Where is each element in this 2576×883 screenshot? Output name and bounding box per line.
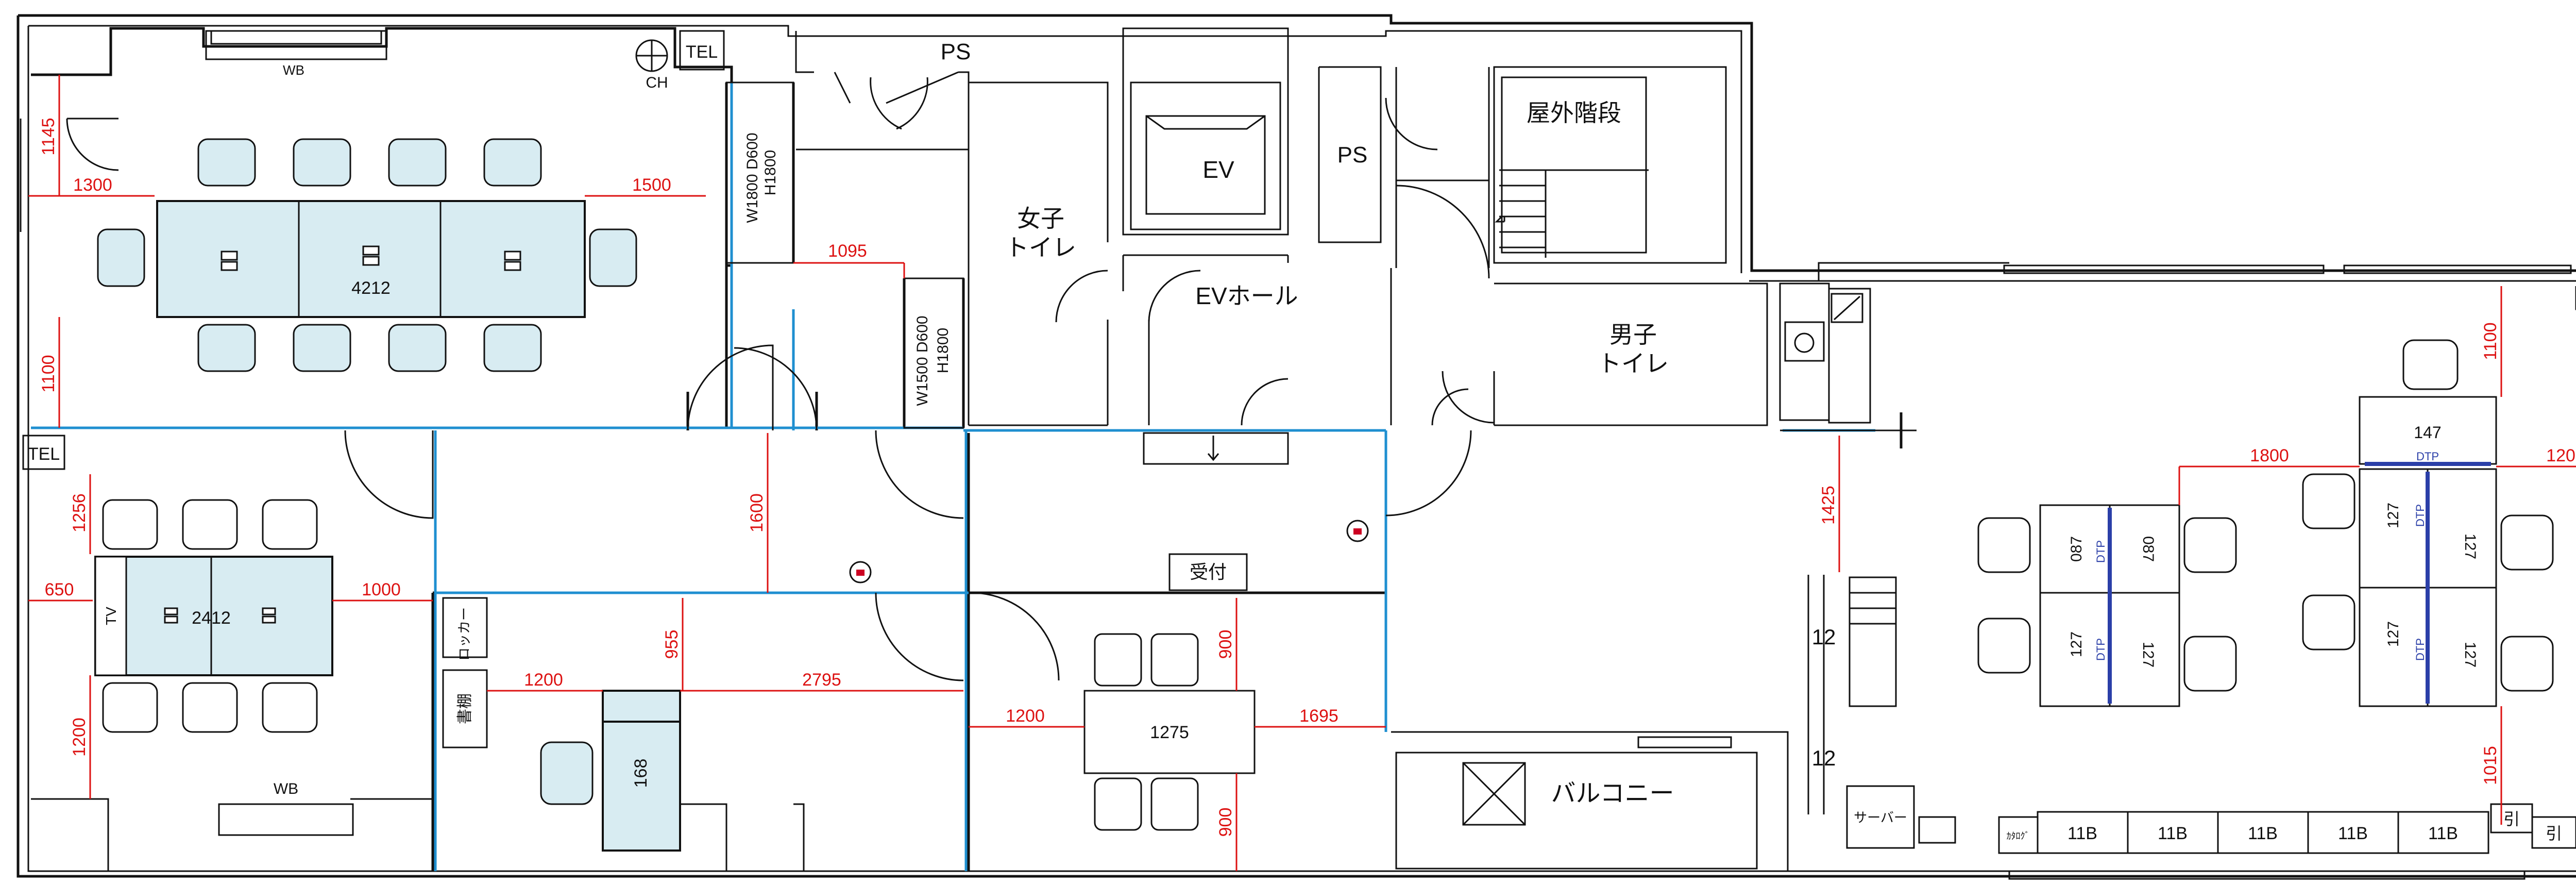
stand-12-b-label: 12 xyxy=(1812,746,1836,770)
desk-127-a-label: 127 xyxy=(2068,631,2085,657)
label-tel-top: TEL xyxy=(686,42,718,62)
meeting-table-1275: 1275 xyxy=(1083,633,1256,831)
label-wb-top: WB xyxy=(283,62,304,78)
dimension-lines xyxy=(28,75,2576,871)
partition-spec-a-line1: W1800 D600 xyxy=(744,132,761,223)
room-ev: EV xyxy=(1202,156,1234,183)
window-marks xyxy=(1637,264,2572,880)
dtp-label-a: DTP xyxy=(2094,540,2107,563)
dtp-label-b: DTP xyxy=(2094,638,2107,661)
dim-955: 955 xyxy=(662,630,682,659)
cabinet-small-label-a: ｶﾀﾛｸﾞ xyxy=(2007,831,2030,841)
desk-127-b-label: 127 xyxy=(2140,642,2157,668)
dim-1200-mid: 1200 xyxy=(524,670,563,690)
table-4212-label: 4212 xyxy=(351,278,391,298)
dtp-label-e: DTP xyxy=(2414,638,2427,661)
table-2412-label: 2412 xyxy=(192,608,231,628)
desk-147-label: 147 xyxy=(2414,423,2441,442)
room-ev-hall: EVホール xyxy=(1195,282,1298,309)
desk-168: 168 xyxy=(540,690,681,852)
dim-1015: 1015 xyxy=(2481,746,2500,785)
dim-1600: 1600 xyxy=(747,493,767,532)
pull-label-b: 引 xyxy=(2546,824,2562,843)
stands: 12 12 xyxy=(1807,575,1897,814)
partition-spec-b-line1: W1500 D600 xyxy=(914,315,931,406)
desk-168-label: 168 xyxy=(631,759,651,788)
chairs-2412 xyxy=(102,499,318,733)
security-lock-icons xyxy=(849,520,1369,584)
room-balcony: バルコニー xyxy=(1551,780,1674,807)
lock-icon xyxy=(849,561,872,584)
desk-127-f-label: 127 xyxy=(2462,642,2479,668)
desk-group-a: 087 087 127 127 DTP DTP xyxy=(1977,504,2237,707)
sink-area xyxy=(1780,293,1917,448)
label-wb-bottom: WB xyxy=(274,780,298,797)
room-labels: PS PS 屋外階段 EV 女子トイレ EVホール 男子トイレ バルコニー 受付… xyxy=(22,30,1956,849)
glass-partitions xyxy=(31,82,1875,871)
dim-1425: 1425 xyxy=(1819,486,1838,525)
dim-1095: 1095 xyxy=(828,241,867,261)
partition-spec-b-line2: H1800 xyxy=(935,328,952,373)
desk-127-d-label: 127 xyxy=(2462,534,2479,559)
room-women-toilet-line2: トイレ xyxy=(1005,234,1076,261)
dim-1695: 1695 xyxy=(1299,706,1338,726)
cabinet-11b-1: 11B xyxy=(2067,824,2097,843)
label-locker: ロッカー xyxy=(456,607,472,661)
room-reception: 受付 xyxy=(1190,561,1227,582)
dim-1200-meet: 1200 xyxy=(1006,706,1045,726)
label-shelf: 書棚 xyxy=(456,693,473,724)
label-tel-left: TEL xyxy=(28,444,60,464)
desk-087-a-label: 087 xyxy=(2068,536,2085,562)
label-ch: CH xyxy=(646,74,668,91)
dim-1100-right: 1100 xyxy=(2481,322,2500,360)
dim-1200-left: 1200 xyxy=(70,718,89,757)
outer-walls xyxy=(16,14,2576,878)
dim-1145: 1145 xyxy=(39,118,58,155)
dim-1800: 1800 xyxy=(2250,446,2289,465)
dim-900-bottom: 900 xyxy=(1216,808,1235,837)
room-women-toilet-line1: 女子 xyxy=(1017,205,1064,232)
dim-2795: 2795 xyxy=(802,670,841,690)
desk-127-e-label: 127 xyxy=(2385,621,2402,647)
meeting-table-2412: TV 2412 xyxy=(94,556,333,676)
dim-900-top: 900 xyxy=(1216,630,1235,659)
partition-specs: W1800 D600 H1800 W1500 D600 H1800 xyxy=(725,81,964,429)
dtp-label-d: DTP xyxy=(2414,504,2427,527)
dim-1100-left: 1100 xyxy=(39,355,58,392)
meeting-table-4212: 4212 xyxy=(156,200,586,318)
room-women-toilet: 女子トイレ xyxy=(1005,205,1076,261)
dim-1000: 1000 xyxy=(362,580,401,599)
chairs-4212 xyxy=(97,138,637,372)
room-ps-side: PS xyxy=(1337,142,1368,168)
dim-1200-right: 1200 xyxy=(2546,446,2576,465)
desk-127-c-label: 127 xyxy=(2385,503,2402,528)
outdoor-stairs-treads xyxy=(1495,169,1649,258)
desk-087-b-label: 087 xyxy=(2140,536,2157,562)
room-ps-top: PS xyxy=(941,39,971,64)
table-1275-label: 1275 xyxy=(1150,723,1189,742)
room-server: サーバー xyxy=(1854,810,1907,825)
cabinet-11b-3: 11B xyxy=(2248,824,2278,843)
desk-group-b: 147 127 127 127 127 DTP DTP DTP xyxy=(2302,339,2554,707)
dim-1256: 1256 xyxy=(70,493,89,532)
room-men-toilet: 男子トイレ xyxy=(1598,321,1669,377)
dimension-labels: 1145 1300 1500 1100 1095 1256 650 1000 1… xyxy=(39,118,2576,837)
dim-1500: 1500 xyxy=(632,175,671,195)
cabinet-row: ｶﾀﾛｸﾞ 11B 11B 11B 11B 11B 引 引 xyxy=(1998,803,2576,854)
room-outdoor-stairs: 屋外階段 xyxy=(1527,99,1621,126)
dtp-label-c: DTP xyxy=(2416,450,2439,463)
cabinet-11b-4: 11B xyxy=(2338,824,2368,843)
cabinet-11b-2: 11B xyxy=(2158,824,2188,843)
lock-icon xyxy=(1346,520,1369,542)
cabinet-11b-5: 11B xyxy=(2428,824,2458,843)
pull-label-a: 引 xyxy=(2503,810,2520,828)
partition-spec-a-line2: H1800 xyxy=(762,150,779,195)
stand-12-a-label: 12 xyxy=(1812,625,1836,649)
dim-650: 650 xyxy=(45,580,74,599)
label-tv: TV xyxy=(103,607,119,625)
doors xyxy=(20,71,1495,681)
dim-1300: 1300 xyxy=(73,175,112,195)
